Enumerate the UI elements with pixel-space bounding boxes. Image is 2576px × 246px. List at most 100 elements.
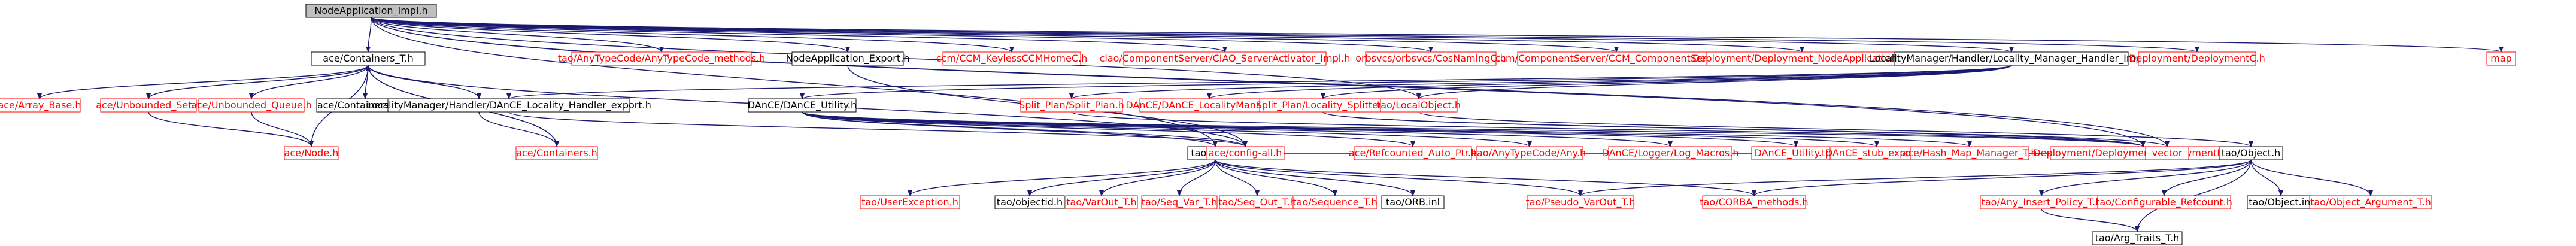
node-box — [1365, 51, 1497, 66]
node-box — [2097, 195, 2231, 209]
node-stub_export[interactable]: DAnCE_stub_export.h — [1825, 146, 1928, 160]
edge-root-to-cosnaming — [371, 17, 1433, 53]
node-pseudo_varout[interactable]: tao/Pseudo_VarOut_T.h — [1525, 195, 1636, 209]
node-label: tao/Arg_Traits_T.h — [2095, 232, 2180, 244]
node-box — [311, 51, 426, 66]
node-label: Split_Plan/Locality_Splitter.h — [1256, 99, 1391, 111]
edge-orb_h-to-sequence_t — [1215, 159, 1337, 196]
node-label: Deployment/Deployment_NodeApplicationS.h — [1692, 53, 1911, 65]
node-label: tao/Object.inl — [2249, 196, 2313, 208]
node-split_plan[interactable]: Split_Plan/Split_Plan.h — [1019, 98, 1124, 113]
node-box — [1380, 98, 1458, 113]
node-box — [791, 51, 904, 66]
node-label: ccm/CCM_KeylessCCMHomeC.h — [936, 53, 1087, 65]
node-cosnaming[interactable]: orbsvcs/orbsvcs/CosNamingC.h — [1355, 51, 1506, 66]
node-dance_utility[interactable]: DAnCE/DAnCE_Utility.h — [748, 98, 857, 113]
node-label: tao/Object.h — [2222, 147, 2281, 159]
edge-orb_h-to-varout_t — [1099, 159, 1216, 196]
node-logger_log_macros[interactable]: DAnCE/Logger/Log_Macros.h — [1602, 146, 1739, 160]
node-nodeapp_export[interactable]: NodeApplication_Export.h — [786, 51, 910, 66]
node-label: tao/VarOut_T.h — [1066, 196, 1136, 208]
edge-any_insert_policy-to-arg_traits — [2041, 208, 2140, 232]
node-box — [1141, 195, 1218, 209]
node-label: ace/Containers_T.h — [323, 53, 413, 65]
node-refcounted_auto_ptr[interactable]: ace/Refcounted_Auto_Ptr.h — [1349, 146, 1477, 160]
edge-root-to-deployment_c — [371, 17, 2199, 53]
node-label: tao/AnyTypeCode/AnyTypeCode_methods.h — [558, 53, 766, 65]
edge-containers_t_h-to-unbounded_queue — [249, 65, 369, 99]
node-label: tao/Pseudo_VarOut_T.h — [1525, 196, 1635, 208]
node-objectid[interactable]: tao/objectid.h — [994, 195, 1065, 209]
node-lm_handler_impl[interactable]: LocalityManager/Handler/Locality_Manager… — [1870, 51, 2154, 66]
node-label: tao/LocalObject.h — [1377, 99, 1461, 111]
edge-lm_handler_impl-to-locality_splitter — [1321, 65, 2012, 99]
node-config_all[interactable]: ace/config-all.h — [1206, 146, 1285, 160]
node-localobject[interactable]: tao/LocalObject.h — [1377, 98, 1461, 113]
node-containers_h[interactable]: ace/Containers.h — [515, 146, 598, 160]
node-configurable_refcount[interactable]: tao/Configurable_Refcount.h — [2096, 195, 2232, 209]
node-deployment_planc[interactable]: Deployment/Deployment_DeploymentPlanC.h — [2033, 146, 2253, 160]
edge-dance_utility-to-utility_tpp — [802, 111, 1798, 147]
node-label: DAnCE/DAnCE_Utility.h — [748, 99, 857, 111]
edge-dance_utility-to-hash_map_manager — [802, 111, 1972, 147]
node-varout_t[interactable]: tao/VarOut_T.h — [1065, 195, 1138, 209]
node-ciao_server_activator[interactable]: ciao/ComponentServer/CIAO_ServerActivato… — [1100, 51, 1351, 66]
node-deployment_c[interactable]: Deployment/DeploymentC.h — [2129, 51, 2265, 66]
node-object_h[interactable]: tao/Object.h — [2219, 146, 2283, 160]
node-lm_handler_export[interactable]: LocalityManager/Handler/DAnCE_Locality_H… — [366, 98, 651, 113]
node-userexception[interactable]: tao/UserException.h — [860, 195, 960, 209]
node-keyless_ccmhome[interactable]: ccm/CCM_KeylessCCMHomeC.h — [936, 51, 1087, 66]
node-box — [2145, 146, 2189, 160]
node-ccm_componentserver[interactable]: ccm/ComponentServer/CCM_ComponentServerC… — [1495, 51, 1738, 66]
node-orb_inl[interactable]: tao/ORB.inl — [1381, 195, 1445, 209]
node-label: ccm/ComponentServer/CCM_ComponentServerC… — [1495, 53, 1737, 65]
edge-root-to-nodeapp_export — [371, 17, 850, 53]
node-sequence_t[interactable]: tao/Sequence_T.h — [1292, 195, 1377, 209]
node-dance_localitymanagers[interactable]: DAnCE/DAnCE_LocalityManagerS.h — [1125, 98, 1293, 113]
edge-object_h-to-object_inl — [2250, 159, 2283, 196]
edge-root-to-orb_h — [371, 17, 1218, 147]
node-utility_tpp[interactable]: DAnCE_Utility.tpp — [1751, 146, 1841, 160]
edge-orb_h-to-orb_inl — [1215, 159, 1415, 196]
node-arg_traits[interactable]: tao/Arg_Traits_T.h — [2092, 231, 2183, 245]
node-box — [748, 98, 857, 113]
node-box — [284, 146, 339, 160]
edge-orb_h-to-seq_out_t — [1215, 159, 1260, 196]
node-seq_var_t[interactable]: tao/Seq_Var_T.h — [1141, 195, 1218, 209]
node-array_base[interactable]: ace/Array_Base.h — [0, 98, 81, 113]
node-seq_out_t[interactable]: tao/Seq_Out_T.h — [1218, 195, 1296, 209]
node-label: tao/CORBA_methods.h — [1700, 196, 1808, 208]
node-unbounded_queue[interactable]: ace/Unbounded_Queue.h — [191, 98, 312, 113]
node-node_h[interactable]: ace/Node.h — [284, 146, 339, 160]
node-label: Deployment/Deployment_DeploymentPlanC.h — [2033, 147, 2253, 159]
node-any_h[interactable]: tao/AnyTypeCode/Any.h — [1473, 146, 1586, 160]
node-box — [571, 51, 752, 66]
node-object_inl[interactable]: tao/Object.inl — [2247, 195, 2315, 209]
node-label: tao/AnyTypeCode/Any.h — [1473, 147, 1586, 159]
edge-root-to-keyless_ccmhome — [371, 17, 1014, 53]
edge-root-to-ciao_server_activator — [371, 17, 1227, 53]
node-label: NodeApplication_Impl.h — [314, 5, 427, 17]
node-label: tao/objectid.h — [997, 196, 1063, 208]
node-any_insert_policy[interactable]: tao/Any_Insert_Policy_T.h — [1980, 195, 2103, 209]
edge-root-to-ccm_componentserver — [371, 17, 1619, 53]
edge-lm_handler_impl-to-localobject — [1416, 65, 2012, 99]
node-object_argument[interactable]: tao/Object_Argument_T.h — [2309, 195, 2432, 209]
node-map[interactable]: map — [2486, 51, 2516, 66]
node-anytypecode_methods[interactable]: tao/AnyTypeCode/AnyTypeCode_methods.h — [558, 51, 766, 66]
node-locality_splitter[interactable]: Split_Plan/Locality_Splitter.h — [1256, 98, 1391, 113]
edge-containers_t_cpp-to-containers_h — [478, 111, 559, 147]
node-hash_map_manager[interactable]: ace/Hash_Map_Manager_T.h — [1902, 146, 2037, 160]
node-label: tao/Any_Insert_Policy_T.h — [1982, 196, 2102, 208]
node-label: DAnCE/DAnCE_LocalityManagerS.h — [1125, 99, 1292, 111]
node-vector[interactable]: vector — [2145, 146, 2189, 160]
node-box — [1608, 146, 1732, 160]
edge-dance_utility-to-deployment_planc — [802, 111, 2146, 147]
node-unbounded_set[interactable]: ace/Unbounded_Set.h — [96, 98, 201, 113]
node-containers_t_h[interactable]: ace/Containers_T.h — [311, 51, 426, 66]
node-deployment_nodeapp[interactable]: Deployment/Deployment_NodeApplicationS.h — [1692, 51, 1911, 66]
node-box — [1702, 195, 1806, 209]
edge-orb_h-to-seq_var_t — [1177, 159, 1216, 196]
node-root: NodeApplication_Impl.h — [305, 4, 437, 18]
node-corba_methods[interactable]: tao/CORBA_methods.h — [1700, 195, 1809, 209]
